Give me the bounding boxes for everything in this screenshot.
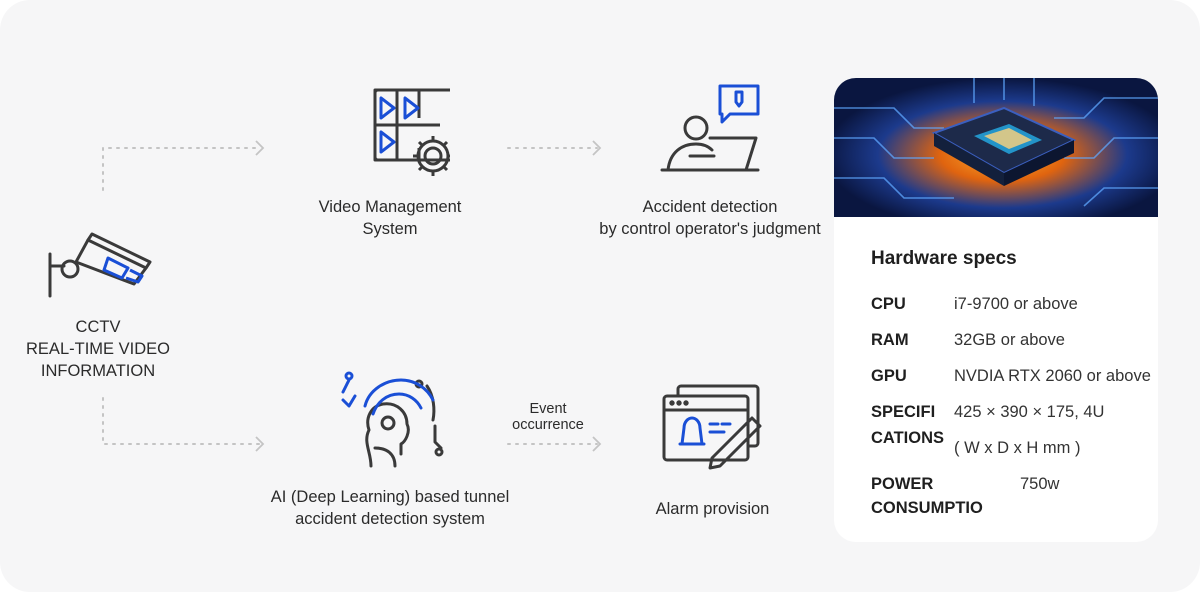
ai-line2: accident detection system [295, 510, 485, 528]
event-occurrence-label: Event occurrence [498, 401, 598, 433]
alarm-window-icon [662, 384, 761, 470]
arrow-cctv-to-vms [102, 140, 265, 191]
ai-line1: AI (Deep Learning) based tunnel [270, 488, 510, 506]
arrow-cctv-to-ai [102, 397, 265, 452]
spec-gpu-key: GPU [871, 367, 907, 385]
ai-head-icon [341, 371, 444, 468]
cctv-line3: INFORMATION [40, 362, 156, 380]
alarm-node: Alarm provision [620, 382, 805, 520]
spec-power-key-line2: CONSUMPTIO [871, 499, 983, 517]
arrow-vms-to-operator [507, 140, 602, 156]
vms-node: Video Management System [290, 86, 490, 240]
cctv-node: CCTV REAL-TIME VIDEO INFORMATION [18, 232, 178, 382]
hardware-specs-card: Hardware specs CPU i7-9700 or above RAM … [834, 78, 1158, 542]
vms-line1: Video Management [318, 198, 462, 216]
spec-specifications-key-line1: SPECIFI [871, 403, 936, 421]
operator-line1: Accident detection [642, 198, 778, 216]
video-management-icon [373, 88, 450, 176]
event-line2: occurrence [512, 417, 584, 433]
spec-cpu-key: CPU [871, 295, 906, 313]
spec-specifications-value-line1: 425 × 390 × 175, 4U [954, 403, 1105, 421]
alarm-label: Alarm provision [655, 500, 770, 518]
event-line1: Event [529, 401, 567, 417]
spec-power-value: 750w [1020, 475, 1060, 493]
cctv-line2: REAL-TIME VIDEO [26, 340, 170, 358]
spec-power-key-line1: POWER [871, 475, 934, 493]
vms-line2: System [362, 220, 418, 238]
spec-ram-value: 32GB or above [954, 331, 1065, 349]
spec-specifications-key-line2: CATIONS [871, 429, 945, 447]
processor-chip-image [834, 78, 1158, 217]
arrow-ai-to-alarm [507, 436, 602, 452]
operator-node: Accident detection by control operator's… [590, 84, 830, 240]
operator-line2: by control operator's judgment [599, 220, 821, 238]
spec-gpu-value: NVDIA RTX 2060 or above [954, 367, 1151, 385]
cctv-line1: CCTV [75, 318, 121, 336]
specs-title: Hardware specs [871, 248, 1017, 269]
operator-computer-icon [660, 84, 760, 172]
cctv-camera-icon [48, 232, 152, 298]
ai-node: AI (Deep Learning) based tunnel accident… [255, 366, 525, 530]
spec-ram-key: RAM [871, 331, 909, 349]
spec-cpu-value: i7-9700 or above [954, 295, 1078, 313]
spec-specifications-value-line2: ( W x D x H mm ) [954, 439, 1081, 457]
